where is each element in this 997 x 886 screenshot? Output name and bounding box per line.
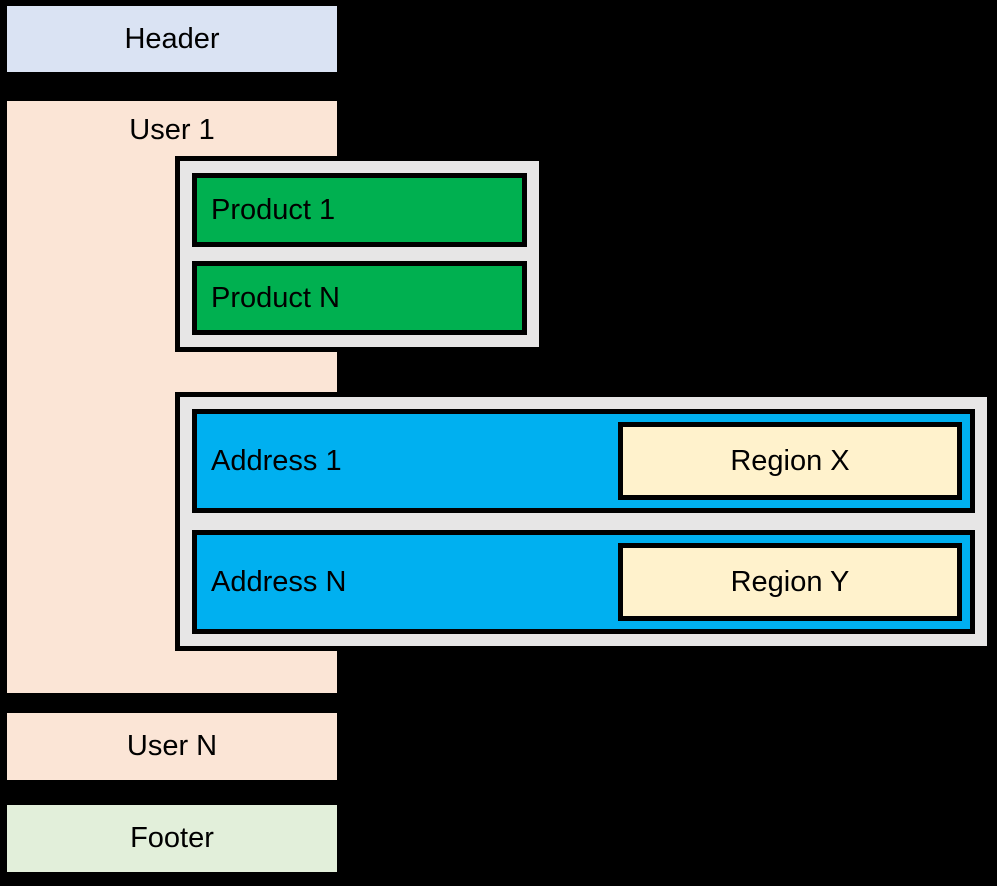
header-band: Header bbox=[7, 6, 337, 72]
user-band-last-label: User N bbox=[126, 730, 218, 762]
user-band-last: User N bbox=[7, 713, 337, 780]
address-item-first-label: Address 1 bbox=[211, 444, 342, 477]
product-item-last-label: Product N bbox=[211, 281, 340, 314]
address-item-first: Address 1 Region X bbox=[192, 409, 975, 513]
region-item-y-label: Region Y bbox=[730, 565, 850, 598]
user-band-first-label: User 1 bbox=[129, 114, 215, 146]
footer-band: Footer bbox=[7, 805, 337, 872]
region-item-y: Region Y bbox=[618, 543, 962, 621]
address-item-last: Address N Region Y bbox=[192, 530, 975, 634]
region-item-x-label: Region X bbox=[730, 444, 850, 477]
footer-band-label: Footer bbox=[130, 822, 214, 854]
product-item-last: Product N bbox=[192, 261, 527, 335]
header-band-label: Header bbox=[124, 22, 220, 55]
product-list-container: Product 1 Product N bbox=[175, 156, 544, 352]
address-item-last-label: Address N bbox=[211, 565, 347, 598]
region-item-x: Region X bbox=[618, 422, 962, 500]
product-item-first: Product 1 bbox=[192, 173, 527, 247]
address-list-container: Address 1 Region X Address N Region Y bbox=[175, 392, 992, 651]
product-item-first-label: Product 1 bbox=[211, 193, 336, 226]
